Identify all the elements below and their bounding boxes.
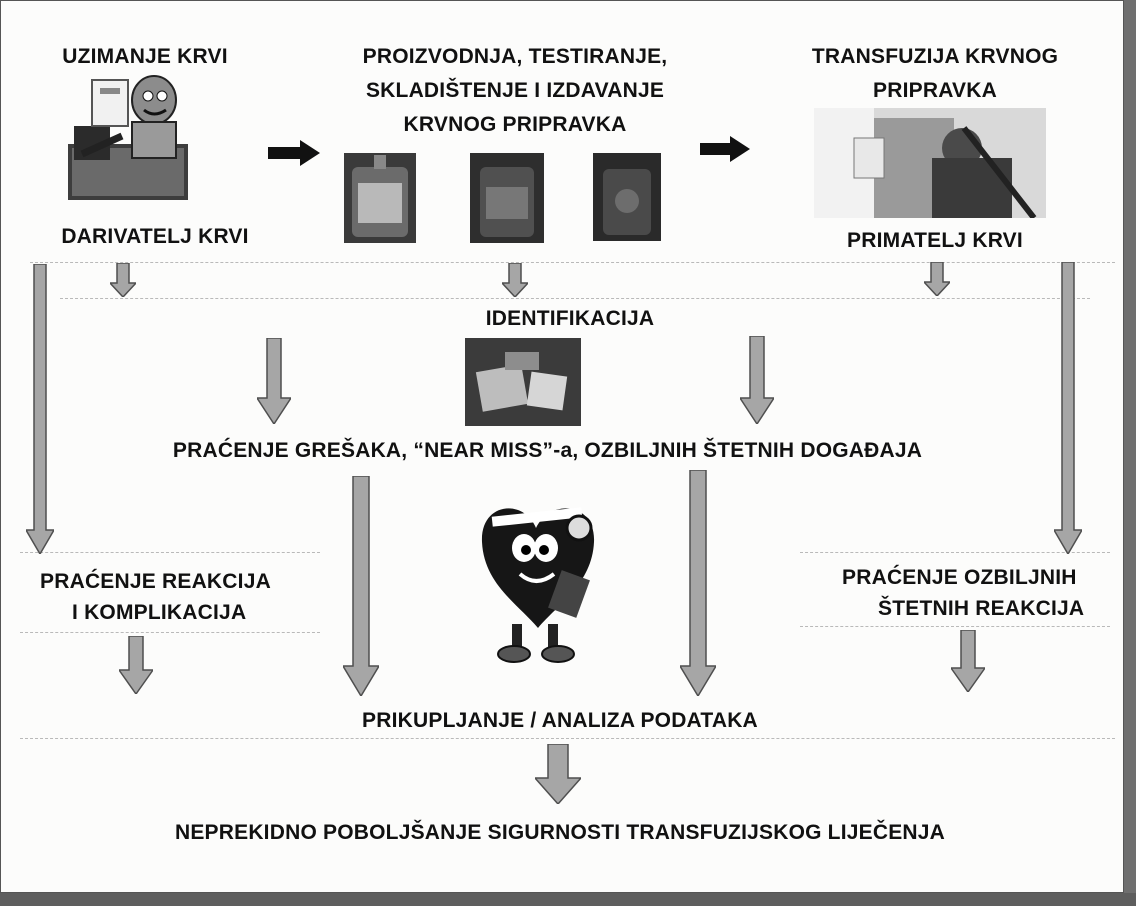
scan-edge-bottom bbox=[0, 893, 1136, 906]
arrow-down-icon bbox=[924, 262, 950, 296]
recipient-label: PRIMATELJ KRVI bbox=[847, 229, 1023, 252]
identification-photo bbox=[465, 338, 581, 426]
transfusion-title-line2: PRIPRAVKA bbox=[873, 79, 997, 102]
arrow-down-icon bbox=[1054, 262, 1082, 554]
arrow-down-icon bbox=[119, 636, 153, 694]
separator-line bbox=[20, 738, 1115, 739]
arrow-down-icon bbox=[110, 263, 136, 297]
separator-line bbox=[20, 632, 320, 633]
blood-bag-image bbox=[593, 153, 661, 241]
arrow-down-icon bbox=[343, 476, 379, 696]
separator-line bbox=[800, 552, 1110, 553]
collection-title: UZIMANJE KRVI bbox=[62, 45, 228, 68]
arrow-down-icon bbox=[26, 264, 54, 554]
separator-line bbox=[20, 552, 320, 553]
processing-title-line1: PROIZVODNJA, TESTIRANJE, bbox=[362, 45, 668, 68]
arrow-down-icon bbox=[502, 263, 528, 297]
arrow-down-icon bbox=[680, 470, 716, 696]
separator-line bbox=[60, 298, 1090, 299]
arrow-right-icon bbox=[700, 136, 750, 162]
transfusion-title-line1: TRANSFUZIJA KRVNOG bbox=[811, 45, 1059, 68]
arrow-down-icon bbox=[951, 630, 985, 692]
heart-mascot-illustration bbox=[474, 488, 604, 668]
processing-title-line3: KRVNOG PRIPRAVKA bbox=[403, 113, 627, 136]
donor-illustration bbox=[62, 66, 194, 202]
recipient-reactions-line1: PRAĆENJE OZBILJNIH bbox=[842, 566, 1077, 589]
blood-bag-image bbox=[470, 153, 544, 243]
donor-label: DARIVATELJ KRVI bbox=[61, 225, 249, 248]
processing-title-line2: SKLADIŠTENJE I IZDAVANJE bbox=[365, 79, 665, 102]
monitoring-errors-label: PRAĆENJE GREŠAKA, “NEAR MISS”-a, OZBILJN… bbox=[172, 439, 923, 462]
arrow-down-icon bbox=[257, 338, 291, 424]
donor-reactions-line1: PRAĆENJE REAKCIJA bbox=[40, 570, 271, 593]
arrow-right-icon bbox=[268, 140, 320, 166]
recipient-reactions-line2: ŠTETNIH REAKCIJA bbox=[878, 597, 1085, 620]
blood-bag-image bbox=[344, 153, 416, 243]
separator-line bbox=[30, 262, 1115, 263]
scan-edge-right bbox=[1124, 0, 1136, 906]
arrow-down-icon bbox=[535, 744, 581, 804]
arrow-down-icon bbox=[740, 336, 774, 424]
data-collection-label: PRIKUPLJANJE / ANALIZA PODATAKA bbox=[362, 709, 758, 732]
transfusion-photo bbox=[814, 108, 1046, 218]
improvement-label: NEPREKIDNO POBOLJŠANJE SIGURNOSTI TRANSF… bbox=[174, 821, 946, 844]
donor-reactions-line2: I KOMPLIKACIJA bbox=[72, 601, 247, 624]
identification-label: IDENTIFIKACIJA bbox=[485, 307, 655, 330]
separator-line bbox=[800, 626, 1110, 627]
